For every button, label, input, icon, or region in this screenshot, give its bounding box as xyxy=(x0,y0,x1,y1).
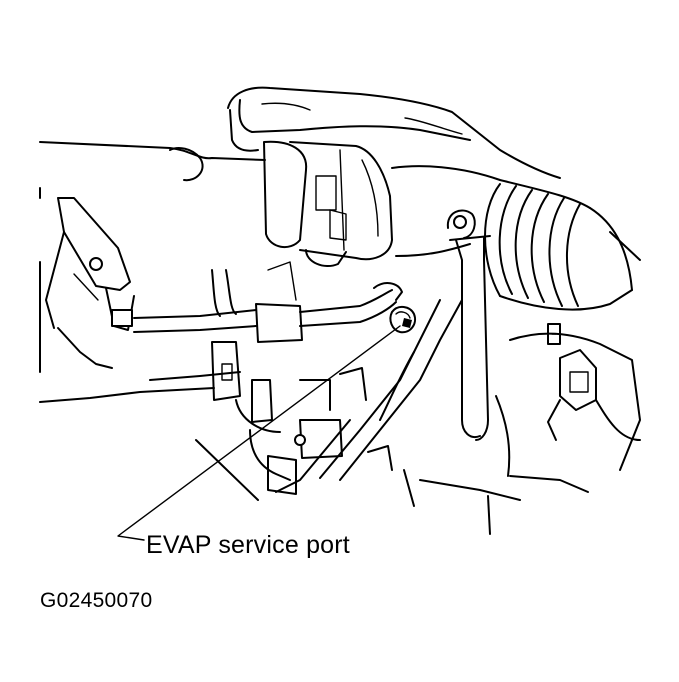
right-connector-assembly xyxy=(367,323,641,535)
air-intake-duct xyxy=(391,165,641,311)
evap-service-port xyxy=(389,306,416,334)
callout-leader-line xyxy=(117,325,401,541)
evap-service-port-label: EVAP service port xyxy=(146,531,350,559)
vacuum-hoses xyxy=(133,261,403,343)
left-sensor-bracket xyxy=(39,197,135,373)
lower-engine-components xyxy=(39,341,367,501)
intake-plenum xyxy=(39,86,561,199)
throttle-body xyxy=(263,140,393,268)
figure-id: G02450070 xyxy=(40,589,153,612)
right-coolant-hoses xyxy=(275,209,491,493)
